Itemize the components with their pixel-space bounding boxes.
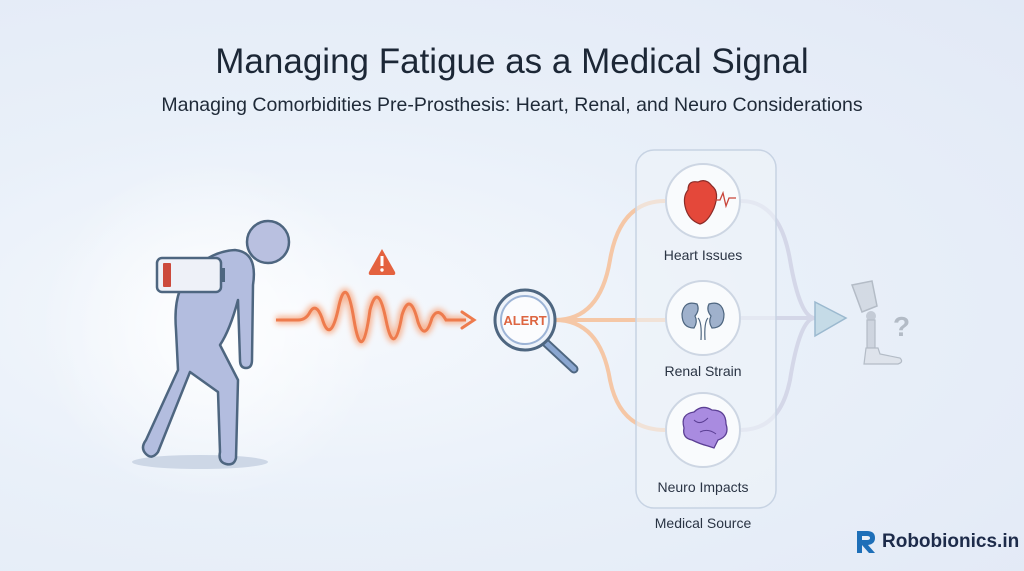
panel-label: Medical Source: [654, 515, 752, 531]
brand-name: Robobionics.in: [882, 531, 1020, 552]
page-title: Managing Fatigue as a Medical Signal: [215, 42, 809, 81]
alert-magnifier-icon: [493, 288, 579, 374]
alert-label: ALERT: [503, 313, 546, 328]
low-battery-icon: [155, 256, 225, 294]
robobionics-logo-icon: [857, 531, 875, 553]
brand-logo: Robobionics.in: [855, 529, 1019, 555]
kidneys-icon: [665, 280, 741, 356]
arrow-right-icon: [814, 300, 848, 338]
page-subtitle: Managing Comorbidities Pre-Prosthesis: H…: [161, 94, 863, 116]
svg-text:?: ?: [893, 311, 910, 342]
source-label-neuro: Neuro Impacts: [657, 479, 749, 495]
source-label-heart: Heart Issues: [663, 247, 743, 263]
fatigue-wave-icon: [276, 288, 477, 346]
prosthetic-leg-question-icon: ?: [850, 280, 910, 365]
tired-person-icon: [132, 219, 291, 469]
heart-icon: [665, 163, 741, 239]
source-label-renal: Renal Strain: [664, 363, 742, 379]
brain-icon: [665, 392, 741, 468]
warning-triangle-icon: [368, 249, 396, 275]
